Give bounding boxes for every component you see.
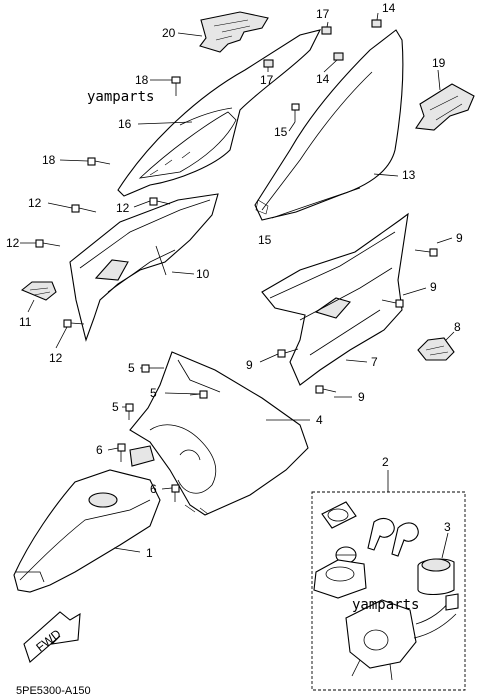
screws-upper: [87, 76, 300, 166]
callout-9: 9: [246, 358, 253, 372]
callout-10: 10: [196, 267, 210, 281]
callout-2: 2: [382, 455, 389, 469]
part-7-side-panel: [261, 212, 409, 386]
callout-19: 19: [432, 56, 446, 70]
cylinder-bolt: [321, 501, 357, 529]
screws-5-6: [117, 364, 208, 502]
callout-18: 18: [42, 153, 56, 167]
part-16-side-cover: [117, 29, 322, 197]
callout-14: 14: [382, 1, 396, 15]
callout-20: 20: [162, 26, 176, 40]
callout-9: 9: [358, 390, 365, 404]
clips-17-14: [263, 19, 382, 68]
part-13-side-cover: [254, 29, 404, 221]
screws-12: [35, 197, 171, 328]
part-1-rear-fender: [13, 469, 161, 593]
watermark-top: yamparts: [87, 89, 154, 105]
callout-12: 12: [116, 201, 130, 215]
callout-17: 17: [316, 7, 330, 21]
fwd-arrow: FWD: [23, 611, 81, 663]
callout-13: 13: [402, 168, 416, 182]
callout-12: 12: [28, 196, 42, 210]
callout-8: 8: [454, 320, 461, 334]
diagram-code: 5PE5300-A150: [16, 685, 91, 697]
callout-3: 3: [444, 520, 451, 534]
callout-6: 6: [96, 443, 103, 457]
screws-9: [277, 248, 438, 394]
callout-14: 14: [316, 72, 330, 86]
part-11-emblem: [20, 281, 57, 301]
part-2-kit-box: [311, 470, 466, 691]
callout-5: 5: [150, 386, 157, 400]
callout-9: 9: [430, 280, 437, 294]
callout-labels: 20 17 14 18 17 14 19 16 15 18 13 12 12 1…: [6, 1, 463, 560]
keys: [367, 517, 419, 557]
callout-4: 4: [316, 413, 323, 427]
callout-15: 15: [274, 125, 288, 139]
part-3-cap: [417, 558, 455, 596]
callout-12: 12: [6, 236, 20, 250]
callout-11: 11: [19, 315, 32, 329]
watermark-bottom: yamparts: [352, 597, 419, 613]
callout-6: 6: [150, 482, 157, 496]
callout-15: 15: [258, 233, 272, 247]
callout-5: 5: [112, 400, 119, 414]
part-4-inner-fender: [129, 351, 309, 516]
callout-18: 18: [135, 73, 149, 87]
part-20-emblem: [199, 11, 269, 53]
callout-1: 1: [146, 546, 153, 560]
part-8-emblem: [417, 337, 455, 361]
callout-17: 17: [260, 73, 274, 87]
callout-9: 9: [456, 231, 463, 245]
callout-5: 5: [128, 361, 135, 375]
callout-12: 12: [49, 351, 63, 365]
callout-16: 16: [118, 117, 132, 131]
callout-7: 7: [371, 355, 378, 369]
lock-cylinder-base: [313, 559, 367, 599]
ignition-switch: [345, 593, 459, 681]
part-19-emblem: [415, 83, 475, 131]
part-10-side-panel: [69, 193, 219, 342]
